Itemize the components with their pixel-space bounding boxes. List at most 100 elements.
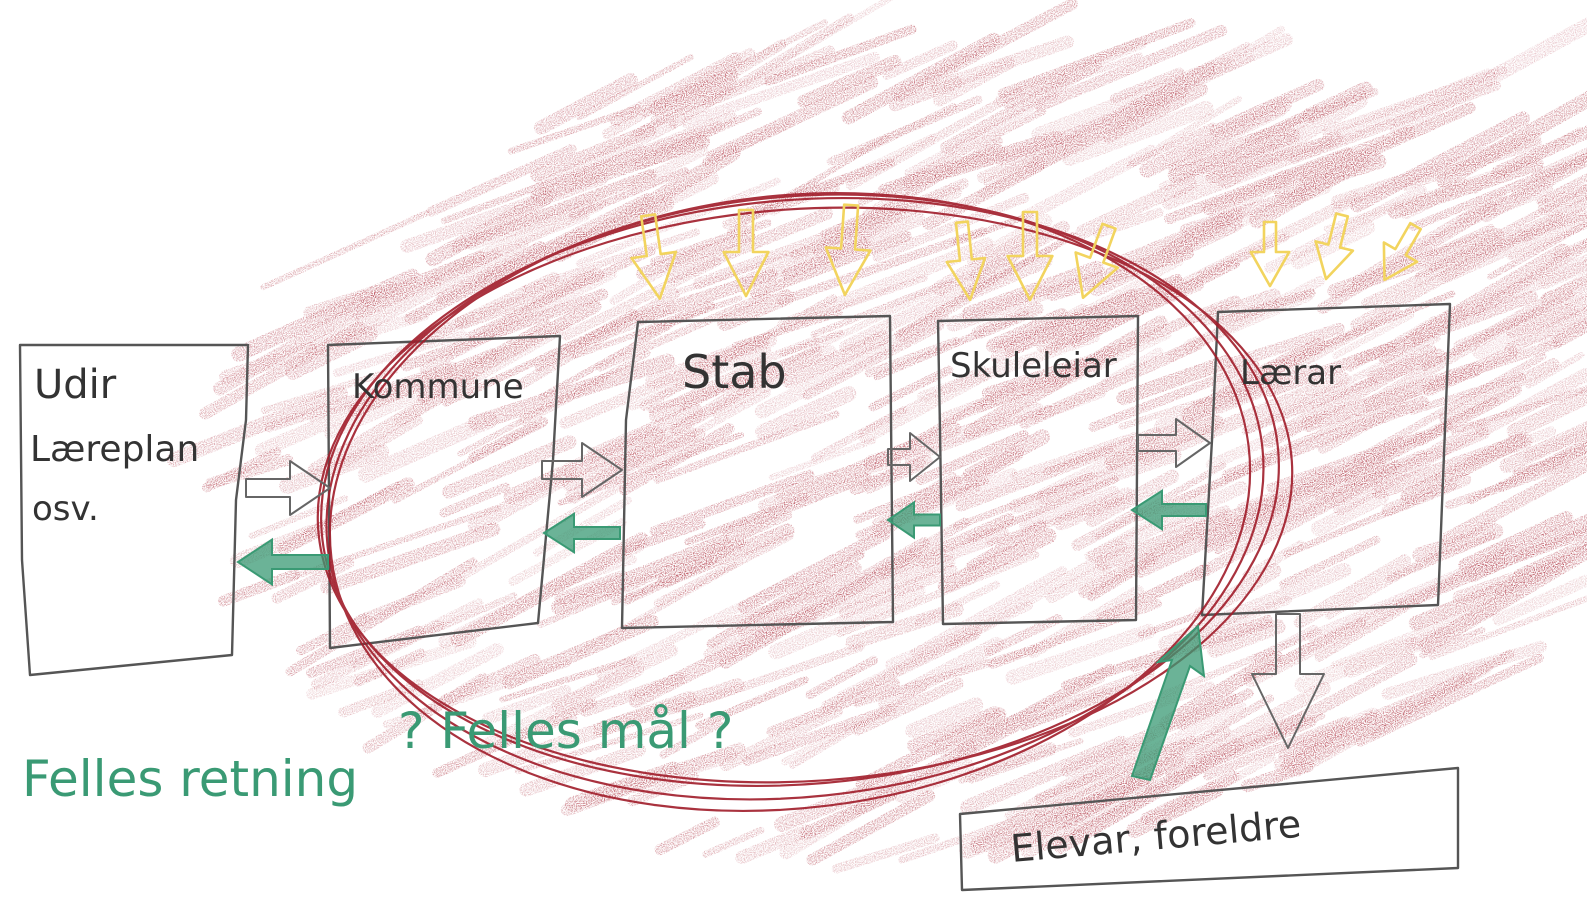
scribble-stroke [1400,432,1528,504]
scribble-stroke [654,816,720,856]
scribble-stroke [1161,505,1231,535]
scribble-stroke [357,412,498,483]
yellow-down-arrow-icon [722,208,770,298]
scribble-stroke [695,676,809,730]
scribble-stroke [826,95,983,166]
scribble-stroke [575,177,781,268]
scribble-stroke [940,687,1109,758]
scribble-stroke [1005,623,1157,685]
scribble-stroke [799,788,897,840]
scribble-stroke [1351,191,1507,287]
scribble-stroke [611,560,712,606]
scribble-stroke [749,230,912,300]
scribble-stroke [439,482,511,518]
scribble-stroke [1201,125,1416,215]
scribble-stroke [904,725,1020,787]
scribble-stroke [702,826,765,858]
scribble-stroke [940,58,1103,154]
scribble-stroke [1332,418,1489,516]
scribble-stroke [797,55,902,108]
scribble-stroke [659,720,723,759]
scribble-stroke [1154,374,1285,433]
scribble-stroke [426,144,577,217]
scribble-stroke [1207,619,1286,658]
scribble-stroke [1068,681,1215,738]
scribble-stroke [743,335,820,371]
scribble-stroke [649,219,772,266]
scribble-stroke [722,472,872,537]
scribble-stroke [1086,553,1159,602]
stab-box [620,314,895,630]
scribble-stroke [841,32,1001,125]
scribble-stroke [1438,254,1587,327]
scribble-stroke [1290,219,1376,270]
boxes-group [18,302,1460,892]
scribble-stroke [1487,219,1587,280]
udir-line-1: Udir [34,362,117,408]
scribble-stroke [910,565,1068,658]
scribble-stroke [1541,274,1587,304]
scribble-stroke [1069,257,1241,348]
scribble-stroke [864,337,960,378]
scribble-stroke [736,211,926,291]
scribble-stroke [530,123,657,182]
scribble-stroke [635,300,715,340]
scribble-stroke [574,562,738,658]
scribble-stroke [1126,122,1217,168]
scribble-stroke [649,469,815,537]
scribble-stroke [260,209,431,291]
red-ellipse [316,192,1294,812]
scribble-stroke [719,704,843,772]
scribble-stroke [1213,459,1401,555]
elevar-box [958,766,1460,892]
scribble-stroke [715,585,832,629]
ellipse-loop [316,206,1294,784]
scribble-stroke [576,54,694,121]
scribble-stroke [199,321,366,420]
hollow-right-arrow-icon [1137,418,1211,468]
scribble-stroke [815,270,973,350]
scribble-stroke [627,771,699,807]
scribble-stroke [653,410,840,484]
scribble-stroke [774,771,904,832]
yellow-down-arrow-icon [1074,222,1120,300]
scribble-stroke [371,642,504,718]
scribble-stroke [851,677,964,736]
scribble-stroke [821,629,981,711]
felles-retning-label: Felles retning [22,750,358,808]
scribble-stroke [1209,78,1325,137]
green-left-arrow-icon [886,500,941,540]
scribble-stroke [981,357,1087,400]
scribble-stroke [1310,489,1389,537]
scribble-stroke [464,198,595,250]
scribble-stroke [1061,100,1214,166]
skuleleiar-box [936,314,1140,626]
scribble-stroke [879,512,1015,580]
scribble-stroke [1159,650,1283,731]
scribble-stroke [741,703,897,766]
green-up-arrow-icon [1130,623,1206,782]
scribble-stroke [872,192,1030,262]
scribble-stroke [768,583,926,660]
scribble-stroke [499,655,637,703]
scribble-stroke [898,477,989,512]
yellow-down-arrow-icon [630,213,678,300]
scribble-stroke [1176,688,1254,730]
scribble-stroke [1506,387,1587,440]
scribble-stroke [1096,563,1211,625]
hollow-right-arrow-icon [887,432,941,482]
scribble-stroke [1266,430,1427,493]
scribble-stroke [1050,738,1187,809]
scribble-stroke [400,288,609,372]
scribble-stroke [360,250,486,308]
scribble-stroke [610,377,759,472]
scribble-stroke [394,598,484,648]
scribble-stroke [905,697,984,738]
scribble-stroke [768,437,877,481]
scribble-stroke [748,178,820,220]
scribble-stroke [933,56,1016,107]
scribble-stroke [831,833,940,874]
scribble-stroke [838,563,958,619]
scribble-stroke [1545,451,1587,472]
scribble-stroke [1273,154,1387,200]
